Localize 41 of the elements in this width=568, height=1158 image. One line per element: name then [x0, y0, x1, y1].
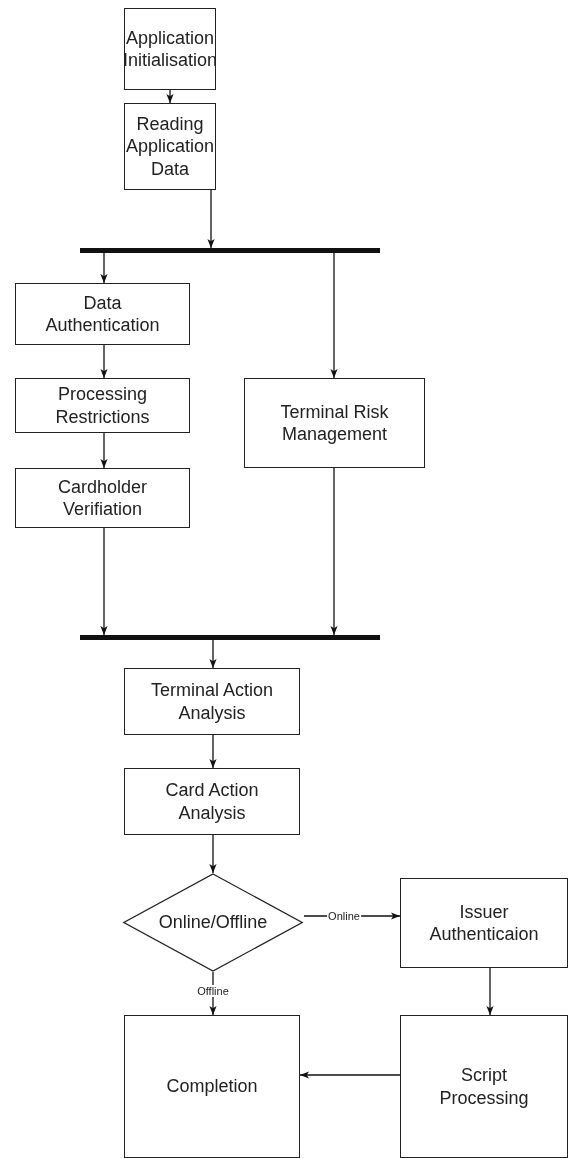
process-box: [15, 468, 190, 528]
arrow: [100, 344, 108, 379]
node-label: Issuer Authenticaion: [428, 900, 540, 946]
node-label: Terminal Action Analysis: [149, 679, 275, 724]
node-label: Completion: [165, 1075, 259, 1098]
node-label: Cardholder Verifiation: [56, 475, 149, 521]
arrow: [209, 734, 217, 769]
arrow: [330, 252, 338, 379]
arrow: [330, 467, 338, 636]
sync-bar: [80, 248, 380, 253]
process-box: [124, 1015, 300, 1158]
sync-bar: [80, 635, 380, 640]
arrow: [100, 527, 108, 636]
arrow: [486, 967, 494, 1016]
arrow: [100, 252, 108, 284]
process-box: [244, 378, 425, 468]
process-box: [15, 378, 190, 433]
edge-label: Offline: [196, 984, 230, 998]
arrow: [299, 1071, 401, 1079]
process-box: [124, 103, 216, 190]
node-label: Online/Offline: [157, 911, 269, 934]
node-label: Card Action Analysis: [164, 779, 260, 824]
node-label: Data Authentication: [44, 291, 161, 337]
arrow: [100, 432, 108, 469]
node-label: Script Processing: [438, 1064, 530, 1109]
process-box: [124, 8, 216, 90]
node-label: Processing Restrictions: [54, 383, 151, 428]
arrow: [209, 639, 217, 669]
node-label: Application Initialisation: [121, 26, 219, 72]
process-box: [400, 878, 568, 968]
arrow: [166, 89, 174, 104]
process-box: [124, 768, 300, 835]
arrow: [209, 834, 217, 874]
arrow: [207, 189, 215, 249]
edge-label: Online: [327, 909, 361, 923]
process-box: [400, 1015, 568, 1158]
process-box: [15, 283, 190, 345]
decision-diamond: [122, 873, 304, 972]
process-box: [124, 668, 300, 735]
node-label: Terminal Risk Management: [279, 400, 390, 446]
node-label: Reading Application Data: [124, 112, 216, 181]
